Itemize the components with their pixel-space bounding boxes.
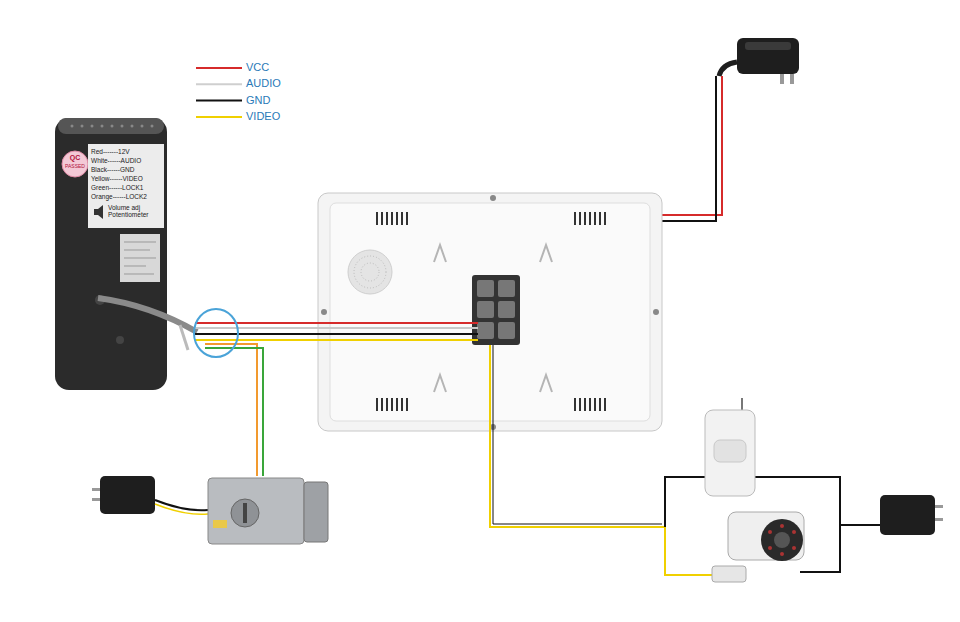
legend-line-sample (196, 67, 242, 69)
legend-label: GND (246, 94, 270, 107)
wire-color-label: White------AUDIO (91, 157, 141, 164)
pir-sensor (705, 398, 755, 496)
lock-wire (205, 344, 257, 476)
wire-color-label: Red-------12V (91, 148, 130, 155)
qc-sticker-text: QC (62, 154, 88, 162)
power-adapter (719, 38, 799, 84)
legend-label: VIDEO (246, 110, 280, 123)
legend-line-sample (196, 83, 242, 85)
qc-sticker-text: PASSED (62, 164, 88, 170)
legend-line-sample (196, 100, 242, 102)
gnd-wire (493, 345, 662, 524)
video-wire (490, 345, 718, 575)
wire-color-label: Orange------LOCK2 (91, 193, 147, 200)
wire-color-label: Green------LOCK1 (91, 184, 143, 191)
wire-color-label: Yellow------VIDEO (91, 175, 143, 182)
power-wire (665, 477, 880, 572)
legend-line-sample (196, 116, 242, 118)
highlight-circle (194, 309, 238, 357)
door-station (55, 118, 197, 390)
legend-label: AUDIO (246, 77, 281, 90)
wire-color-label: Volume adj Potentiometer (108, 204, 162, 219)
cctv-camera (712, 512, 804, 582)
electric-lock (92, 476, 328, 544)
wire-color-label: Black------GND (91, 166, 134, 173)
legend-label: VCC (246, 61, 269, 74)
lock-wire (205, 348, 263, 476)
vcc-wire (195, 322, 478, 324)
power-adapter (880, 495, 943, 535)
